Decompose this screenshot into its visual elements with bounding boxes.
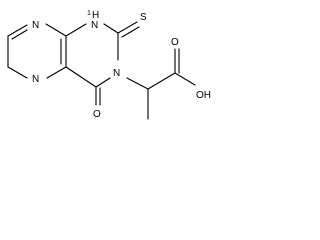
bond-c4-c4a: [65, 66, 97, 88]
bond-c8a-nh: [65, 23, 87, 37]
atom-nh-h: H: [92, 10, 99, 21]
bond-c2-s-a: [117, 21, 138, 34]
bond-n1-c8a: [45, 23, 67, 37]
molecule-structure: N N 1 H N N S O O OH: [7, 10, 211, 120]
atom-nh: N: [91, 20, 98, 31]
bond-c-oh: [174, 72, 196, 86]
atom-labels: N N 1 H N N S O O OH: [32, 10, 211, 120]
bond-ca-cooh: [147, 72, 176, 90]
bond-nh-c2: [103, 23, 119, 34]
atom-nh-h-digit: 1: [87, 10, 91, 17]
bond-c1-n1: [7, 24, 28, 37]
atom-n-imide: N: [113, 68, 120, 79]
bond-n3-ca: [126, 77, 149, 90]
atom-keto-o: O: [93, 109, 101, 120]
bond-c4a-n2: [46, 66, 67, 79]
atom-n-pyrazine-bottom: N: [32, 74, 39, 85]
bond-c2-s-b: [121, 26, 140, 38]
bond-c1-n1-inner: [11, 29, 28, 40]
atom-thione-s: S: [140, 12, 147, 23]
atom-acid-oh: OH: [196, 90, 211, 101]
bond-n3-c4: [95, 77, 111, 88]
bond-n2-c2: [7, 66, 28, 79]
bonds: [7, 21, 196, 120]
atom-acid-o: O: [171, 37, 179, 48]
atom-n-pyrazine-top: N: [32, 20, 39, 31]
